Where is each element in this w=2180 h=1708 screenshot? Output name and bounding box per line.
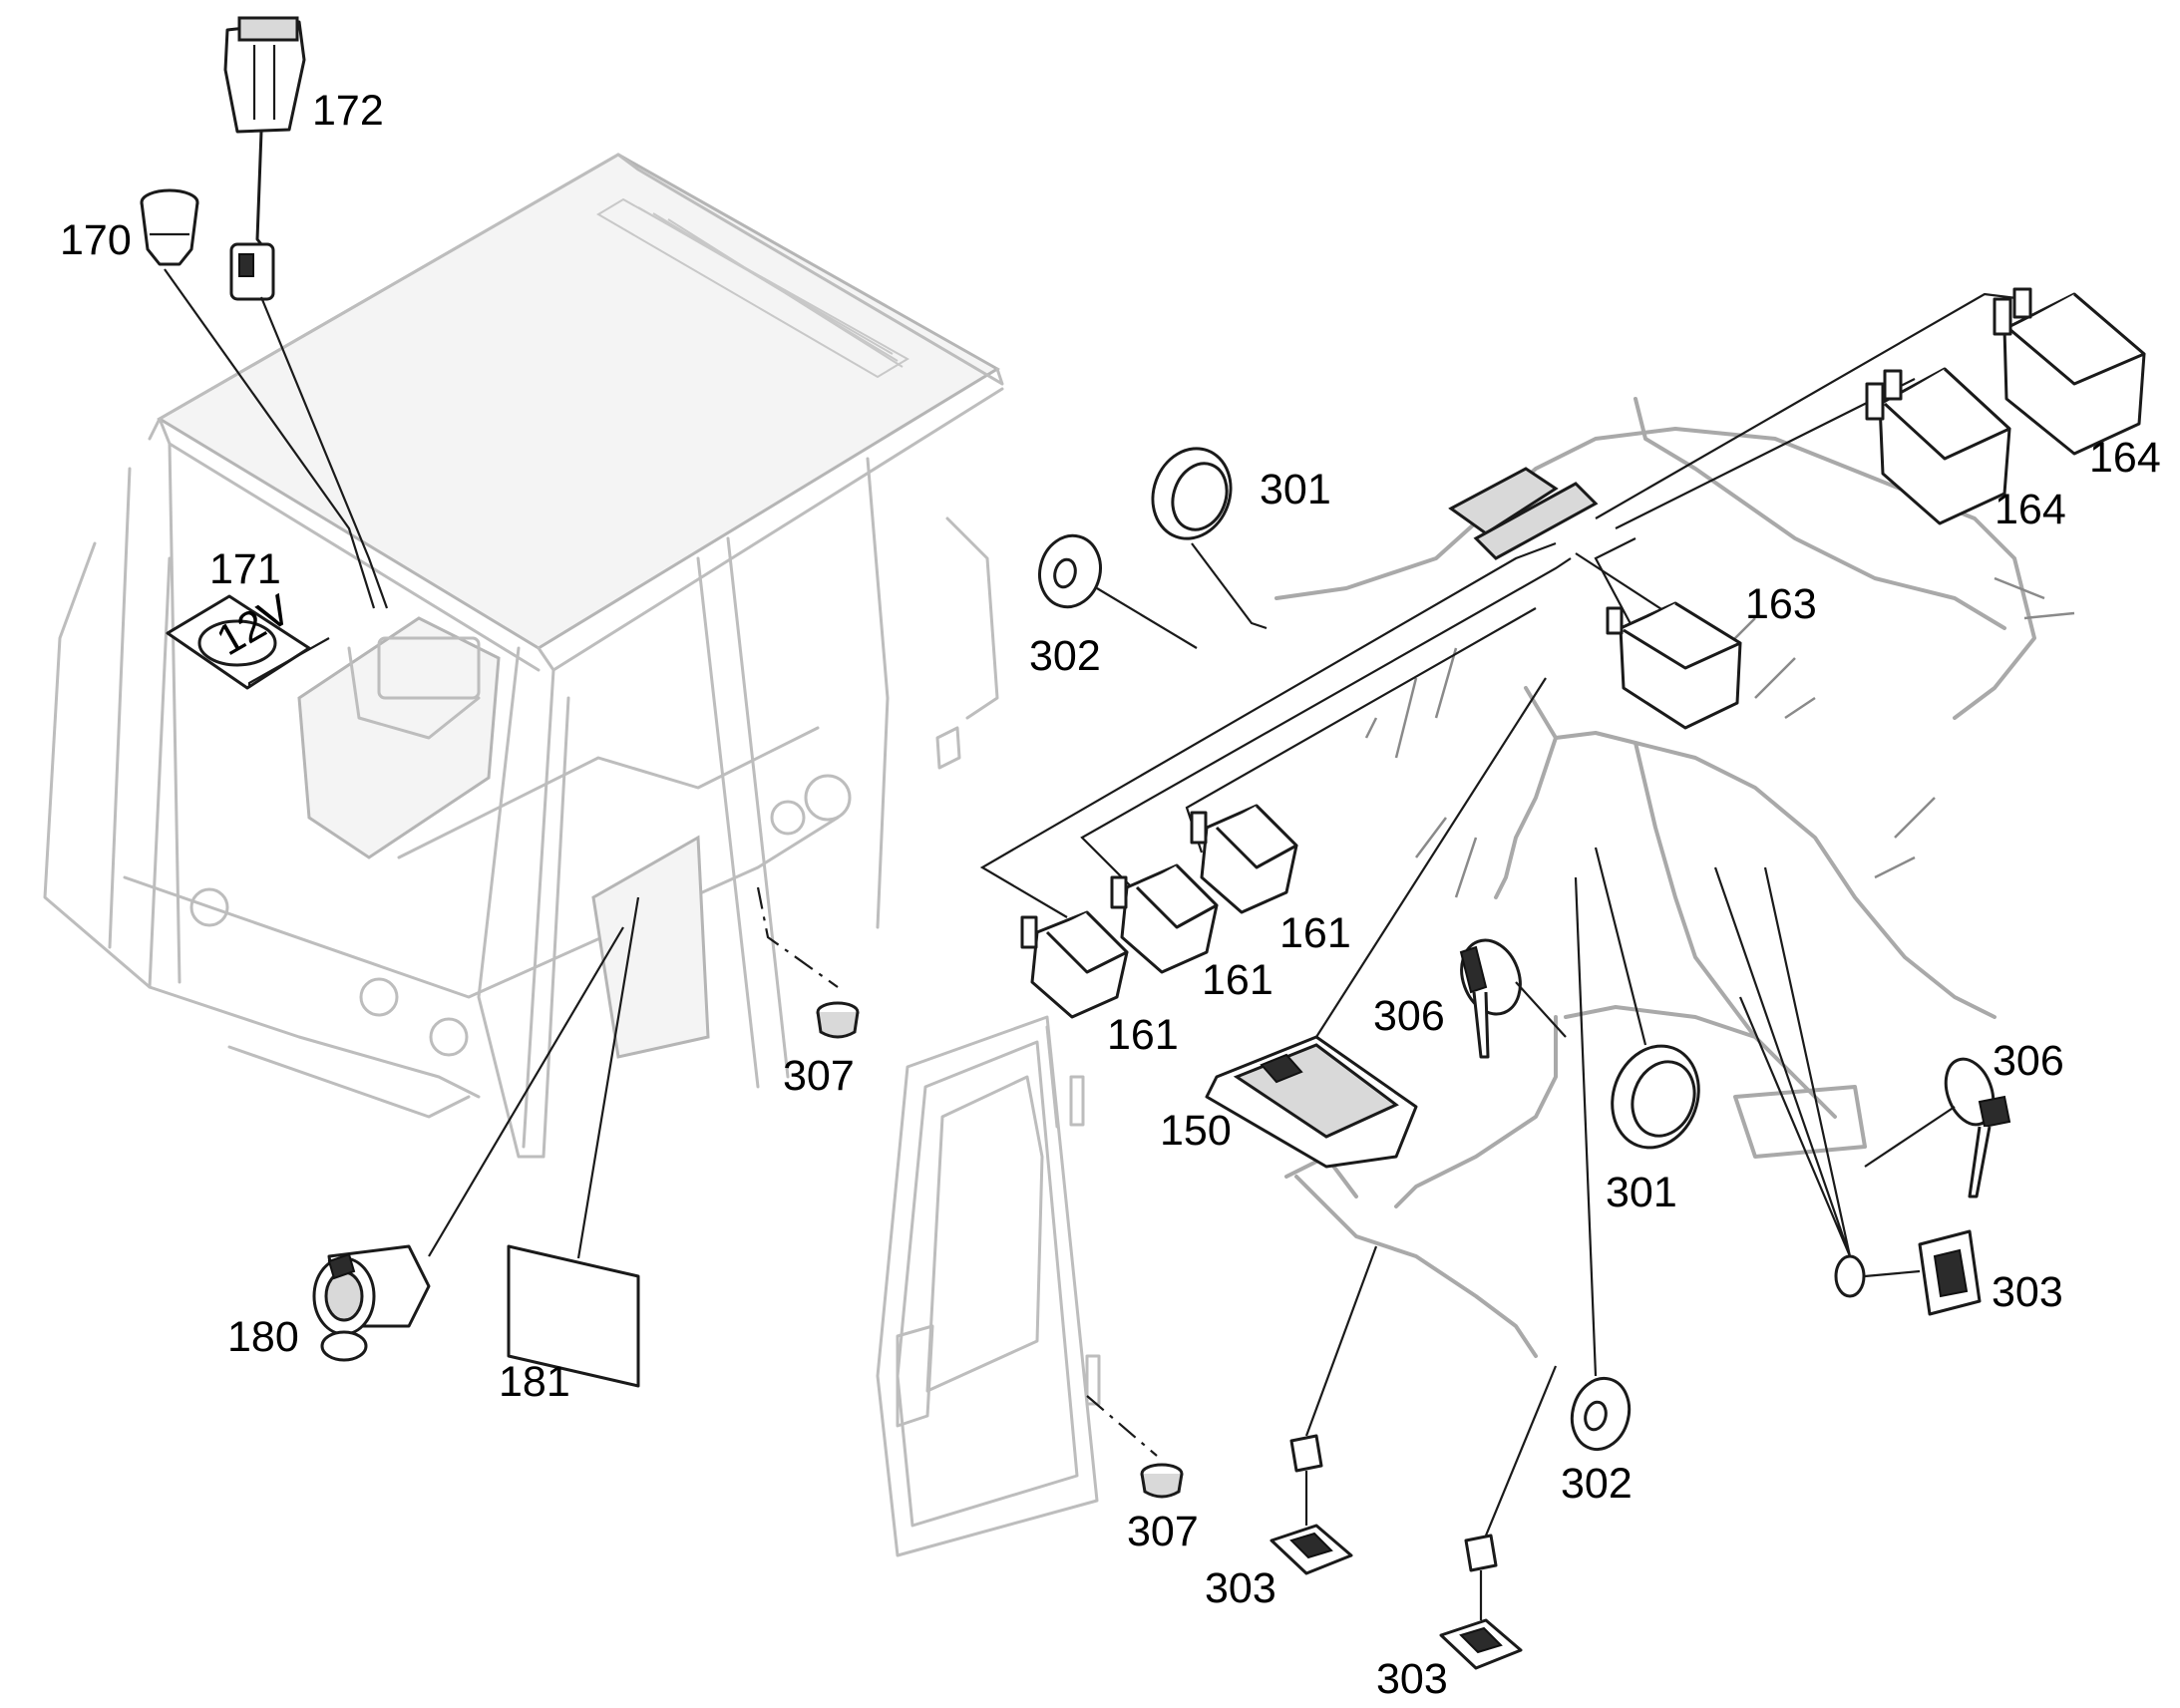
callout-161-c: 161 [1279,909,1351,957]
callout-307-upper: 307 [783,1052,855,1100]
adhesive-mount-303-left [1270,1245,1378,1575]
socket-180 [312,926,624,1362]
grommet-301-upper [1151,447,1268,630]
callout-307-lower: 307 [1127,1508,1199,1555]
callout-171: 171 [209,545,281,593]
callout-161-b: 161 [1202,956,1273,1004]
callout-302-lower: 302 [1561,1460,1633,1508]
grommet-307-lower [1086,1395,1184,1499]
callout-164-a: 164 [2089,434,2161,482]
cab-structure [43,153,1004,1159]
roof-vent-grille [596,197,909,379]
callout-181: 181 [499,1358,570,1406]
cable-tie-306-left [1459,938,1567,1059]
callout-306-left: 306 [1373,992,1445,1040]
leader-170 [164,268,376,609]
callout-164-b: 164 [1995,486,2066,533]
callout-labels: 172 170 171 180 181 307 307 301 302 161 … [60,87,2161,1703]
relay-161-c [1190,804,1298,914]
relay-163 [1606,601,1742,730]
harness-connector-block [1448,467,1599,560]
grommet-307-upper [756,886,860,1039]
callout-163: 163 [1745,580,1817,628]
callout-180: 180 [227,1313,299,1361]
callout-303-left: 303 [1205,1564,1276,1612]
relay-164-a [1993,287,2146,456]
callout-301-lower: 301 [1606,1169,1677,1216]
dome-light-150 [1205,677,1547,1169]
cab-door [876,1015,1101,1557]
grommet-301-lower [1594,847,1700,1150]
callout-306-right: 306 [1993,1037,2064,1085]
label-plate-181 [507,896,640,1388]
grommet-302-lower [1570,876,1632,1452]
decal-171: 12V [166,585,330,690]
cable-tie-306-right [1864,1057,2011,1198]
callout-303-bottom: 303 [1376,1655,1448,1703]
leader-172 [259,296,389,609]
callout-303-right: 303 [1992,1268,2063,1316]
wiring-harness [1274,397,2075,1358]
callout-161-a: 161 [1107,1011,1179,1059]
adhesive-mount-303-right [1713,866,1982,1316]
callout-172: 172 [312,87,384,135]
adhesive-mount-303-bottom [1439,1365,1558,1670]
callout-301-upper: 301 [1260,466,1331,513]
relay-161-a [1020,910,1129,1019]
grommet-302-upper [1038,533,1198,649]
relay-161-b [1110,863,1219,974]
part-170 [140,188,199,266]
callout-150: 150 [1160,1107,1232,1155]
switch-172 [223,16,306,301]
relay-164-b [1865,367,2011,525]
callout-302-upper: 302 [1029,632,1101,680]
callout-170: 170 [60,216,132,264]
